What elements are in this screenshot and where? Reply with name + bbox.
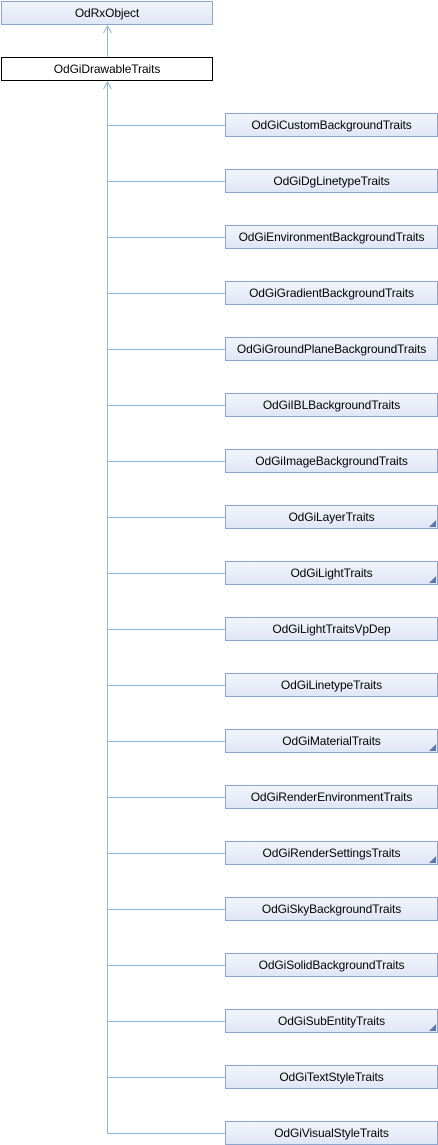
- node-odgiiblbackgroundtraits[interactable]: OdGiIBLBackgroundTraits: [225, 393, 438, 417]
- node-label: OdGiGradientBackgroundTraits: [249, 286, 414, 300]
- node-odgiskybackgroundtraits[interactable]: OdGiSkyBackgroundTraits: [225, 897, 438, 921]
- node-odgirenderenvironmenttraits[interactable]: OdGiRenderEnvironmentTraits: [225, 785, 438, 809]
- node-label: OdGiSkyBackgroundTraits: [261, 902, 402, 916]
- node-odgilinetypetraits[interactable]: OdGiLinetypeTraits: [225, 673, 438, 697]
- node-label: OdGiSolidBackgroundTraits: [258, 958, 405, 972]
- node-odgigradientbackgroundtraits[interactable]: OdGiGradientBackgroundTraits: [225, 281, 438, 305]
- node-label: OdGiLinetypeTraits: [280, 678, 383, 692]
- node-label: OdGiGroundPlaneBackgroundTraits: [236, 342, 427, 356]
- node-label: OdGiCustomBackgroundTraits: [251, 118, 412, 132]
- node-odgisolidbackgroundtraits[interactable]: OdGiSolidBackgroundTraits: [225, 953, 438, 977]
- node-label: OdGiEnvironmentBackgroundTraits: [238, 230, 425, 244]
- node-label: OdGiDrawableTraits: [53, 62, 161, 76]
- node-label: OdGiLightTraits: [290, 566, 373, 580]
- node-odgidglinetypetraits[interactable]: OdGiDgLinetypeTraits: [225, 169, 438, 193]
- node-label: OdGiRenderEnvironmentTraits: [250, 790, 413, 804]
- node-odgidrawabletraits: OdGiDrawableTraits: [1, 57, 213, 81]
- node-label: OdGiSubEntityTraits: [277, 1014, 386, 1028]
- node-odgigroundplanebackgroundtraits[interactable]: OdGiGroundPlaneBackgroundTraits: [225, 337, 438, 361]
- node-odgienvironmentbackgroundtraits[interactable]: OdGiEnvironmentBackgroundTraits: [225, 225, 438, 249]
- node-odgilighttraits[interactable]: OdGiLightTraits: [225, 561, 438, 585]
- node-label: OdGiLightTraitsVpDep: [272, 622, 391, 636]
- arrowhead-icon: [103, 24, 112, 34]
- node-odgitextstyletraits[interactable]: OdGiTextStyleTraits: [225, 1065, 438, 1089]
- node-label: OdGiVisualStyleTraits: [274, 1126, 389, 1140]
- node-label: OdRxObject: [74, 6, 140, 20]
- node-odgicustombackgroundtraits[interactable]: OdGiCustomBackgroundTraits: [225, 113, 438, 137]
- node-odgilighttraitsvpdep[interactable]: OdGiLightTraitsVpDep: [225, 617, 438, 641]
- node-odgimaterialtraits[interactable]: OdGiMaterialTraits: [225, 729, 438, 753]
- node-odgirendersettingstraits[interactable]: OdGiRenderSettingsTraits: [225, 841, 438, 865]
- node-label: OdGiDgLinetypeTraits: [273, 174, 390, 188]
- node-label: OdGiIBLBackgroundTraits: [262, 398, 401, 412]
- arrowhead-icon: [103, 80, 112, 90]
- node-label: OdGiLayerTraits: [288, 510, 375, 524]
- node-odgilayertraits[interactable]: OdGiLayerTraits: [225, 505, 438, 529]
- node-odrxobject[interactable]: OdRxObject: [1, 1, 213, 25]
- node-label: OdGiImageBackgroundTraits: [255, 454, 408, 468]
- node-odgiimagebackgroundtraits[interactable]: OdGiImageBackgroundTraits: [225, 449, 438, 473]
- node-label: OdGiTextStyleTraits: [279, 1070, 384, 1084]
- node-label: OdGiMaterialTraits: [282, 734, 381, 748]
- node-label: OdGiRenderSettingsTraits: [262, 846, 401, 860]
- node-odgivisualstyletraits[interactable]: OdGiVisualStyleTraits: [225, 1121, 438, 1145]
- node-odgisubentitytraits[interactable]: OdGiSubEntityTraits: [225, 1009, 438, 1033]
